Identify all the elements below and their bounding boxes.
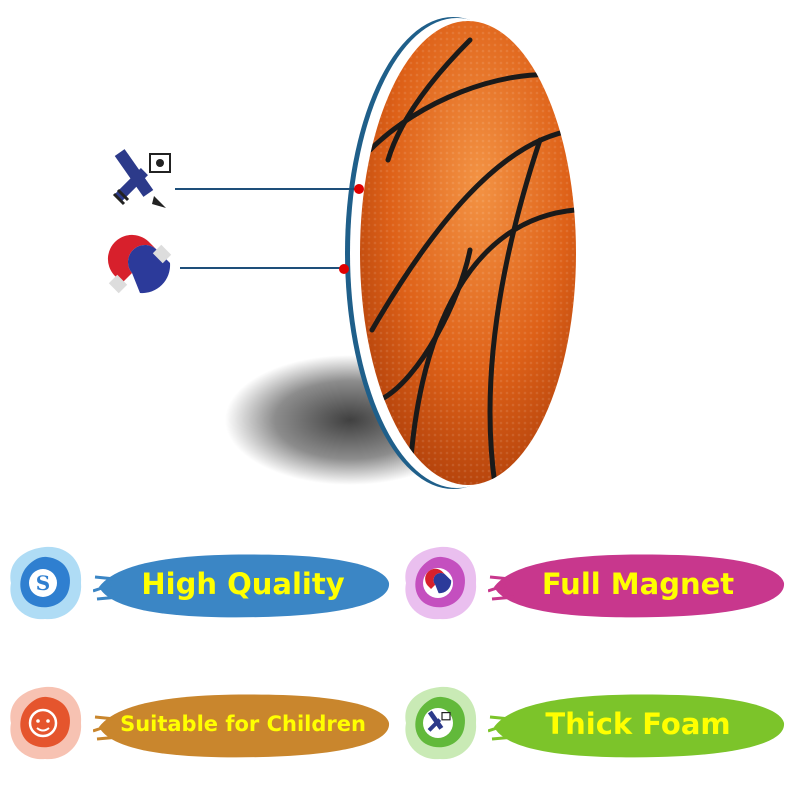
callout-magnet <box>107 234 349 294</box>
feature-label: Thick Foam <box>545 707 731 741</box>
s-logo-icon <box>29 569 57 597</box>
feature-label: Suitable for Children <box>120 712 366 736</box>
ruler-pencil-icon <box>112 149 171 208</box>
feature-label: High Quality <box>141 567 345 601</box>
callout-size <box>112 149 364 208</box>
brush-stroke <box>93 554 390 618</box>
brush-stroke <box>488 694 785 758</box>
ruler-pencil-icon <box>427 710 451 732</box>
brush-stroke <box>93 694 390 758</box>
child-face-icon <box>28 708 58 738</box>
feature-high-quality: S High Quality <box>5 525 395 635</box>
svg-text:S: S <box>36 571 50 595</box>
product-hero <box>107 17 576 489</box>
s-logo-badge: S <box>10 546 82 620</box>
feature-suitable-for-children: Suitable for Children <box>5 665 395 775</box>
magnet-icon <box>425 568 452 594</box>
feature-thick-foam: Thick Foam <box>400 665 790 775</box>
ruler-pencil-badge <box>405 686 477 760</box>
feature-label: Full Magnet <box>541 567 735 601</box>
magnet-badge <box>405 546 477 620</box>
basketball-face <box>360 21 576 485</box>
brush-stroke <box>488 554 785 618</box>
feature-full-magnet: Full Magnet <box>400 525 790 635</box>
child-badge <box>10 686 82 760</box>
magnet-icon <box>107 234 172 294</box>
